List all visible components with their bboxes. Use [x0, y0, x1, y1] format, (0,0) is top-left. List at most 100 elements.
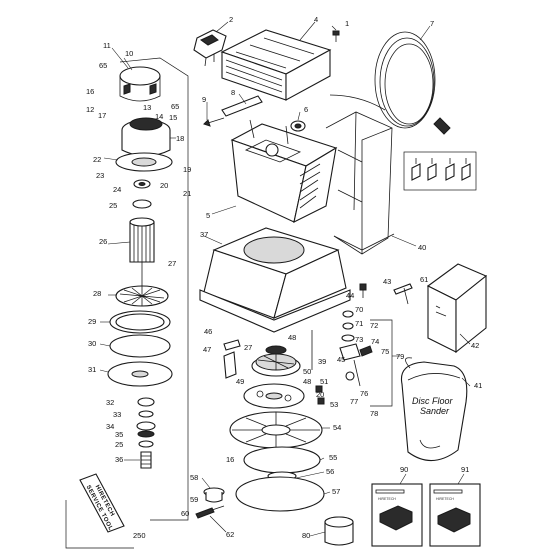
label-39: 39: [318, 357, 326, 366]
part-motor-housing: [230, 119, 338, 224]
label-43: 43: [383, 277, 391, 286]
label-4: 4: [314, 15, 318, 24]
label-16b: 16: [226, 455, 234, 464]
bracket-frames: [65, 57, 393, 549]
part-box-42: [426, 263, 488, 354]
label-12: 12: [86, 105, 94, 114]
label-26: 26: [99, 237, 107, 246]
label-17: 17: [98, 111, 106, 120]
label-48a: 48: [288, 333, 296, 342]
label-51: 51: [320, 377, 328, 386]
part-key-61: [393, 283, 413, 305]
label-54: 54: [333, 423, 341, 432]
label-24: 24: [113, 185, 121, 194]
label-65b: 65: [171, 102, 179, 111]
label-23: 23: [96, 171, 104, 180]
label-50: 50: [303, 367, 311, 376]
part-stator-18: [121, 117, 171, 157]
part-number-labels: 1 2 4 5 6 7 8 9 10 11 65 16 12 13 14 15 …: [86, 15, 482, 540]
part-ring-29: [109, 310, 171, 334]
label-80: 80: [302, 531, 310, 540]
label-6: 6: [304, 105, 308, 114]
part-base-housing: [199, 227, 351, 333]
part-plate-50: [243, 383, 305, 409]
svg-text:HIRETECH: HIRETECH: [436, 497, 454, 501]
label-8: 8: [231, 88, 235, 97]
part-frame-40: [325, 111, 395, 255]
part-manual-91: HIRETECH: [429, 483, 481, 547]
label-20a: 20: [160, 181, 168, 190]
part-disc-54: [229, 411, 323, 449]
label-20b: 20: [316, 390, 324, 399]
part-tin-80: [324, 516, 354, 546]
part-hub-58: [203, 487, 225, 503]
label-76: 76: [360, 389, 368, 398]
label-55: 55: [329, 453, 337, 462]
label-19: 19: [183, 165, 191, 174]
label-34: 34: [106, 422, 114, 431]
label-13: 13: [143, 103, 151, 112]
label-18: 18: [176, 134, 184, 143]
part-screw-1: [332, 30, 340, 42]
part-bolt-9: [203, 117, 225, 127]
label-58: 58: [190, 473, 198, 482]
part-control-box: [220, 29, 332, 101]
label-49: 49: [236, 377, 244, 386]
label-2: 2: [229, 15, 233, 24]
part-manual-90: HIRETECH: [371, 483, 423, 547]
label-41: 41: [474, 381, 482, 390]
label-56: 56: [326, 467, 334, 476]
label-53: 53: [330, 400, 338, 409]
label-40: 40: [418, 243, 426, 252]
part-hub-stack: [136, 397, 156, 469]
label-16a: 16: [86, 87, 94, 96]
label-14: 14: [155, 112, 163, 121]
part-washer-25: [132, 199, 152, 209]
label-71: 71: [355, 319, 363, 328]
label-62: 62: [226, 530, 234, 539]
label-75: 75: [381, 347, 389, 356]
label-25b: 25: [115, 440, 123, 449]
bag-label-line2: Sander: [420, 406, 450, 416]
part-disc-30: [109, 334, 171, 358]
part-brush-holder: [119, 66, 161, 102]
part-switch: [193, 29, 227, 67]
part-disc-55: [243, 446, 321, 474]
part-fan-28: [115, 285, 169, 307]
part-tool-60: [195, 505, 225, 519]
label-31: 31: [88, 365, 96, 374]
label-90: 90: [400, 465, 408, 474]
label-15: 15: [169, 113, 177, 122]
label-10: 10: [125, 49, 133, 58]
svg-text:HIRETECH: HIRETECH: [378, 497, 396, 501]
part-plate-22: [115, 152, 173, 172]
label-45: 45: [337, 355, 345, 364]
part-bearing-24: [133, 179, 151, 189]
part-handle-46-47: [223, 339, 241, 379]
label-42: 42: [471, 341, 479, 350]
label-36: 36: [115, 455, 123, 464]
part-bracket-8: [221, 95, 263, 117]
label-78: 78: [370, 409, 378, 418]
label-74: 74: [371, 337, 379, 346]
label-32: 32: [106, 398, 114, 407]
label-29: 29: [88, 317, 96, 326]
leader-lines: [99, 21, 471, 537]
part-armature-26: [129, 217, 155, 290]
label-27a: 27: [168, 259, 176, 268]
part-pad-57: [235, 476, 325, 512]
label-61: 61: [420, 275, 428, 284]
label-1: 1: [345, 19, 349, 28]
label-27b: 27: [244, 343, 252, 352]
part-plug-set: [403, 151, 477, 191]
label-35: 35: [115, 430, 123, 439]
label-21: 21: [183, 189, 191, 198]
label-73: 73: [355, 335, 363, 344]
label-37: 37: [200, 230, 208, 239]
label-46: 46: [204, 327, 212, 336]
label-79: 79: [396, 352, 404, 361]
part-cluster-70-79: [339, 310, 373, 387]
label-47: 47: [203, 345, 211, 354]
